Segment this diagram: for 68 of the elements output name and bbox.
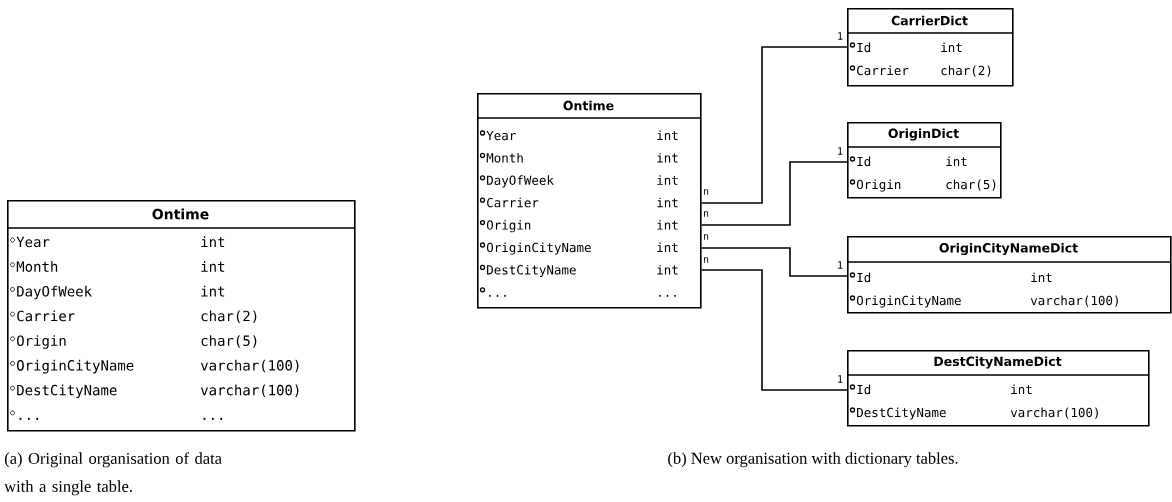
field-type: varchar(100) [1010, 407, 1098, 419]
field-name: Month [16, 261, 58, 272]
field-name: Origin [856, 179, 901, 192]
table-title: OriginDict [888, 128, 959, 141]
field-type: int [201, 236, 225, 247]
field-type: int [657, 152, 678, 163]
field-type: int [1011, 384, 1032, 394]
table-title: Ontime [152, 208, 209, 220]
field-name: Id [857, 156, 871, 167]
field-type: int [657, 264, 678, 275]
field-name: Year [486, 130, 516, 141]
table-title: OriginCityNameDict [939, 242, 1078, 256]
connector-line [700, 46, 848, 204]
field-type: int [946, 156, 967, 166]
field-type: char(5) [946, 179, 996, 191]
field-name: DestCityName [487, 264, 576, 277]
field-name: Origin [486, 220, 531, 233]
field-name: Origin [17, 335, 66, 349]
caption: (a) Original organisation of data with a single table. [4, 452, 222, 496]
field-name: Id [857, 272, 871, 283]
multiplicity-label: n [703, 189, 709, 195]
field-type: int [657, 220, 678, 230]
field-type: int [657, 175, 678, 185]
caption: (b) New organisation with dictionary tables. [668, 452, 958, 468]
field-name: Carrier [17, 310, 75, 322]
field-type: char(2) [941, 65, 991, 77]
field-type: int [1031, 272, 1052, 282]
field-type: ... [203, 417, 223, 420]
field-name: Month [486, 152, 523, 163]
field-type: int [657, 197, 678, 208]
field-name: ... [19, 417, 39, 420]
field-name: Id [857, 384, 871, 395]
field-type: int [201, 261, 225, 272]
field-name: OriginCityName [856, 295, 961, 308]
field-name: DestCityName [857, 407, 946, 420]
multiplicity-label: n [703, 234, 709, 240]
field-type: varchar(100) [1030, 295, 1118, 307]
field-type: int [201, 285, 225, 297]
multiplicity-label: 1 [838, 375, 843, 383]
field-name: Carrier [487, 197, 539, 208]
connector-line [700, 269, 848, 391]
field-name: DayOfWeek [487, 175, 554, 188]
field-name: Id [857, 42, 871, 53]
field-name: Year [16, 236, 50, 248]
multiplicity-label: n [703, 257, 709, 263]
field-name: OriginCityName [486, 242, 591, 255]
field-type: int [657, 242, 678, 252]
multiplicity-label: n [703, 211, 709, 217]
multiplicity-label: 1 [838, 261, 843, 269]
field-name: OriginCityName [17, 359, 134, 374]
field-name: DestCityName [17, 384, 117, 399]
table-title: Ontime [563, 100, 614, 111]
table-title: DestCityNameDict [934, 356, 1062, 369]
field-name: DayOfWeek [17, 285, 92, 300]
field-name: Carrier [857, 65, 909, 76]
table-title: CarrierDict [891, 15, 968, 26]
field-type: ... [659, 294, 676, 297]
field-type: varchar(100) [200, 359, 299, 373]
multiplicity-label: 1 [838, 147, 843, 155]
connector-line [700, 161, 848, 226]
field-name: ... [489, 294, 506, 297]
field-type: int [941, 42, 962, 52]
multiplicity-label: 1 [838, 32, 843, 40]
field-type: char(5) [201, 335, 257, 348]
connector-line [700, 247, 848, 277]
field-type: char(2) [201, 310, 257, 323]
field-type: int [657, 130, 678, 140]
field-type: varchar(100) [200, 384, 299, 398]
